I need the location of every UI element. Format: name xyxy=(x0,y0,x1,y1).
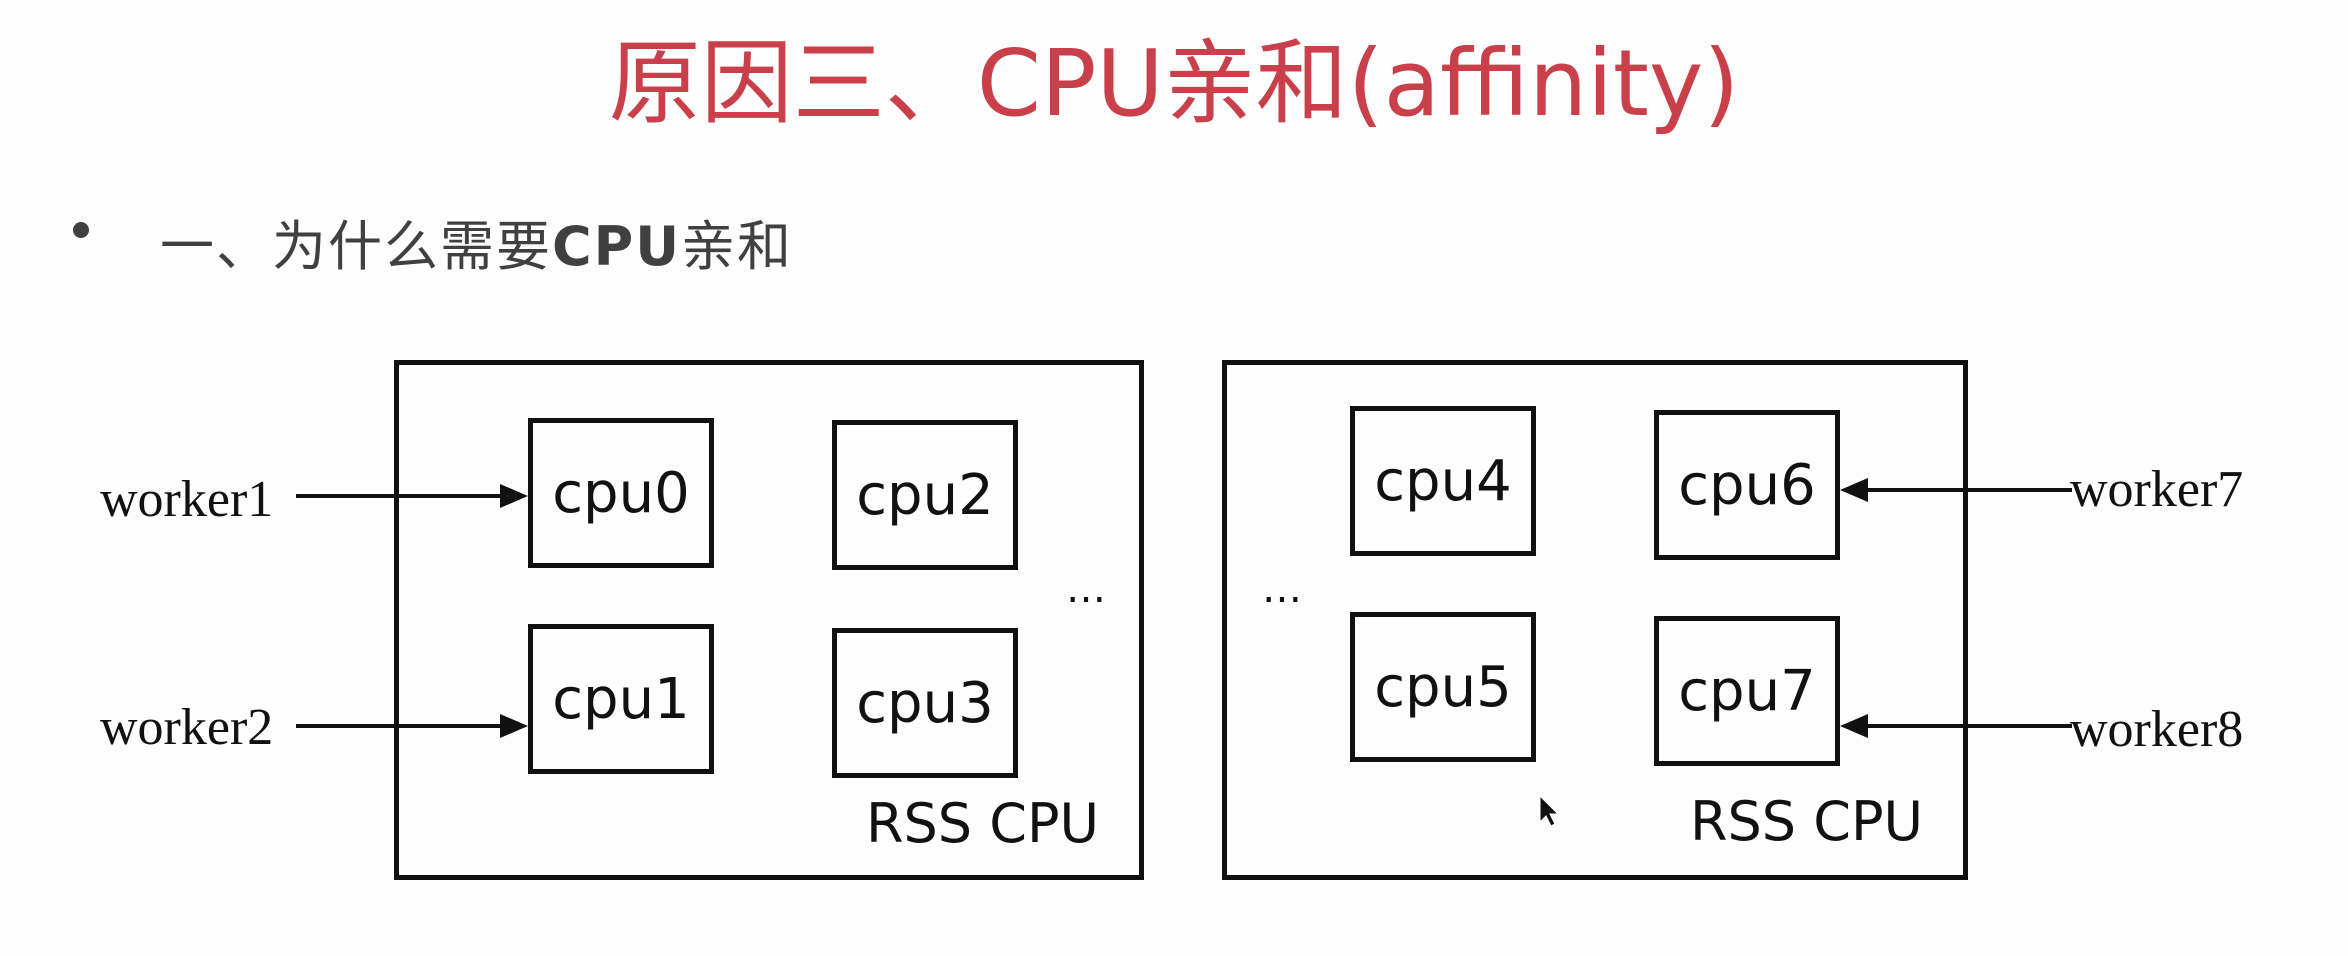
rss-group-left xyxy=(394,360,1144,880)
worker-label-worker8: worker8 xyxy=(2070,701,2244,758)
cpu-box-cpu2: cpu2 xyxy=(832,420,1018,570)
bullet-bold: CPU xyxy=(552,215,682,278)
ellipsis-right: … xyxy=(1262,566,1308,612)
arrowhead-cpu0-icon xyxy=(500,484,528,508)
cpu-box-cpu0: cpu0 xyxy=(528,418,714,568)
cpu-box-cpu7: cpu7 xyxy=(1654,616,1840,766)
slide-title: 原因三、CPU亲和(affinity) xyxy=(608,30,1740,137)
rss-label-right: RSS CPU xyxy=(1690,790,1924,853)
ellipsis-left: … xyxy=(1066,566,1112,612)
cpu-box-cpu5: cpu5 xyxy=(1350,612,1536,762)
arrowhead-cpu1-icon xyxy=(500,714,528,738)
bullet-prefix: 一、为什么需要 xyxy=(160,215,552,278)
bullet-suffix: 亲和 xyxy=(681,215,794,278)
bullet-dot xyxy=(73,222,89,238)
mouse-cursor-icon xyxy=(1539,794,1560,827)
arrowhead-cpu7-icon xyxy=(1840,714,1868,738)
worker-label-worker1: worker1 xyxy=(100,471,274,528)
worker-label-worker2: worker2 xyxy=(100,699,274,756)
bullet-heading: 一、为什么需要CPU亲和 xyxy=(160,202,793,292)
arrowhead-cpu6-icon xyxy=(1840,478,1868,502)
cpu-box-cpu3: cpu3 xyxy=(832,628,1018,778)
cpu-box-cpu4: cpu4 xyxy=(1350,406,1536,556)
rss-label-left: RSS CPU xyxy=(866,792,1100,855)
rss-group-right xyxy=(1222,360,1968,880)
worker-label-worker7: worker7 xyxy=(2070,461,2244,518)
cpu-box-cpu1: cpu1 xyxy=(528,624,714,774)
cpu-box-cpu6: cpu6 xyxy=(1654,410,1840,560)
